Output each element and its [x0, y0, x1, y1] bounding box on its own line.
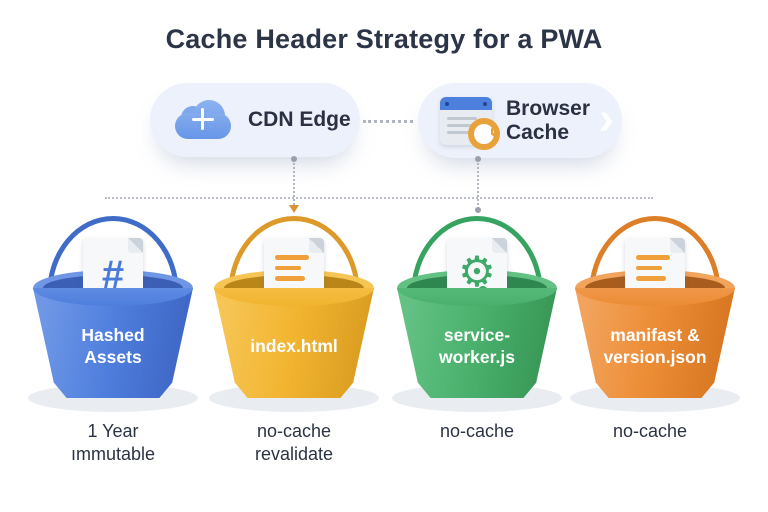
bucket-manifest-version: ⚙ manifast & version.json	[570, 212, 740, 412]
cdn-drop-dotted-line	[293, 163, 295, 209]
policy-label-index-html: no-cache revalidate	[254, 421, 334, 465]
bucket-hashed-assets: # Hashed Assets	[28, 212, 198, 412]
cdn-edge-label: CDN Edge	[248, 108, 351, 132]
bucket-label: index.html	[250, 336, 338, 357]
horizontal-dotted-line	[105, 197, 653, 199]
bucket-label: manifast & version.json	[603, 325, 707, 367]
connector-dot	[291, 156, 297, 162]
policy-label-service-worker: no-cache	[439, 421, 515, 441]
clock-badge-icon	[468, 117, 500, 150]
policy-label-manifest-version: no-cache	[612, 421, 688, 441]
pill-connector-dotted-line	[363, 120, 413, 123]
connector-dot	[475, 156, 481, 162]
connector-dot	[475, 207, 481, 213]
policy-label-hashed-assets: 1 Year ımmutable	[70, 421, 156, 465]
cloud-plus-icon	[174, 99, 232, 141]
bucket-index-html: index.html	[209, 212, 379, 412]
browser-drop-dotted-line	[477, 163, 479, 209]
browser-cache-label: Browser Cache	[506, 96, 591, 144]
cdn-edge-pill: CDN Edge	[150, 83, 360, 157]
bucket-label: service- worker.js	[439, 325, 515, 367]
browser-clock-icon	[440, 96, 500, 150]
bucket-service-worker: ⚙ service- worker.js	[392, 212, 562, 412]
chevron-right-icon: ›	[598, 90, 614, 143]
arrow-down-icon	[289, 205, 299, 213]
page-title: Cache Header Strategy for a PWA	[165, 24, 603, 54]
bucket-label: Hashed Assets	[81, 325, 145, 367]
browser-cache-pill: Browser Cache ›	[418, 83, 622, 158]
